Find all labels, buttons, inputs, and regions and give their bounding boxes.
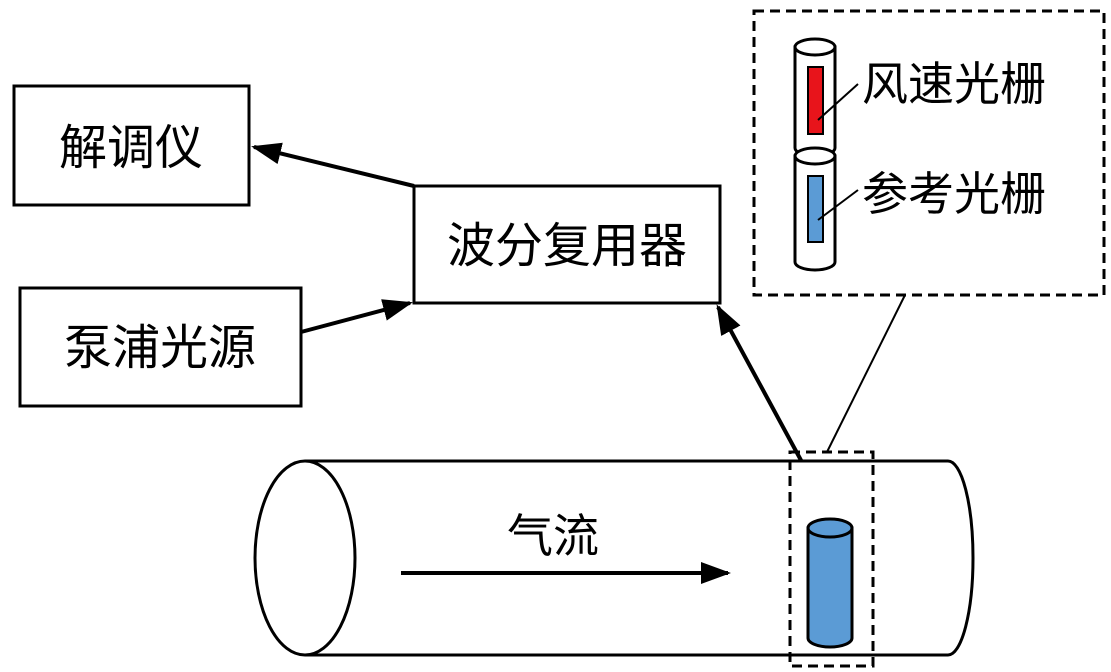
wdm-box (412, 184, 722, 305)
pump-source-node: 泵浦光源 (18, 286, 303, 408)
pump-source-label: 泵浦光源 (64, 320, 256, 376)
airflow-pipe (253, 459, 975, 657)
wind-grating-label: 风速光栅 (862, 57, 1046, 111)
reference-grating-mark (807, 175, 824, 243)
inset-fiber-tube (793, 37, 837, 272)
wind-speed-grating-mark (807, 66, 824, 135)
airflow-label: 气流 (507, 509, 599, 563)
wdm-node: 波分复用器 (412, 184, 722, 305)
reference-grating-leader (817, 189, 859, 221)
demodulator-node: 解调仪 (12, 84, 251, 207)
inset-leader-line (826, 294, 906, 453)
demodulator-box (12, 84, 251, 207)
arrow-wdm-to-demodulator (251, 142, 415, 188)
pump-source-box (18, 286, 303, 408)
sensor-dashed-box (788, 450, 875, 668)
wdm-label: 波分复用器 (447, 218, 687, 274)
sensor-cylinder (806, 517, 854, 649)
inset-dashed-box (752, 9, 1106, 297)
pipe-inlet-ellipse (253, 459, 357, 657)
wind-grating-leader (817, 83, 859, 121)
arrow-pump-to-wdm (300, 299, 413, 334)
reference-grating-label: 参考光栅 (862, 167, 1046, 221)
demodulator-label: 解调仪 (59, 120, 203, 176)
